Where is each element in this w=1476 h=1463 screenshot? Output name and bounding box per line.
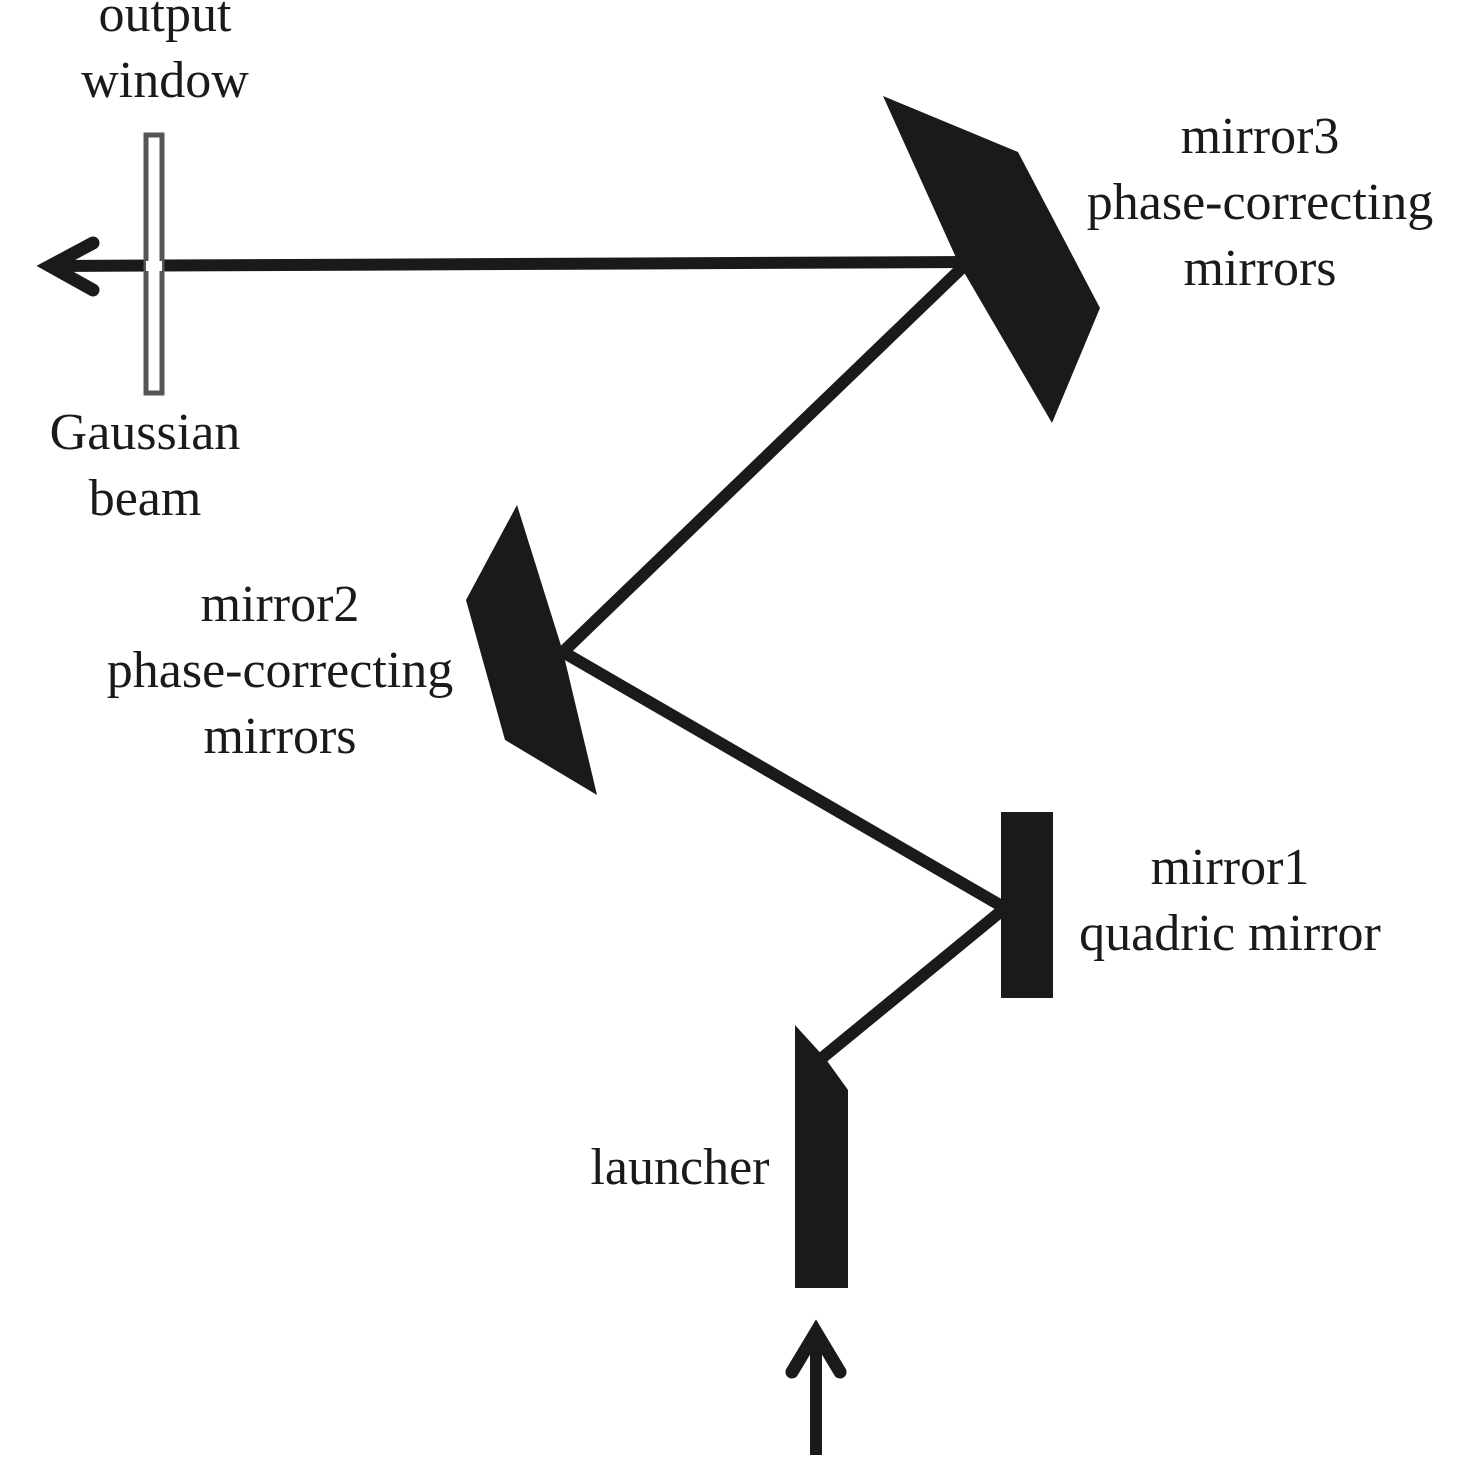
beam-segment-mirror3-to-output: [54, 256, 969, 272]
launcher-shape: [795, 1025, 848, 1288]
mirror2-shape: [466, 505, 597, 795]
beam-segment-mirror1-to-mirror2: [559, 646, 1009, 914]
label-line: phase-correcting: [1086, 174, 1434, 231]
output-window-label: output window: [40, 0, 290, 114]
mirror2-label: mirror2 phase-correcting mirrors: [80, 572, 480, 770]
mirror3-label: mirror3 phase-correcting mirrors: [1060, 104, 1460, 302]
label-line: phase-correcting: [106, 642, 454, 699]
mirror3-shape: [883, 96, 1100, 423]
mirror1-label: mirror1 quadric mirror: [1050, 835, 1410, 967]
label-line: mirrors: [1183, 240, 1337, 297]
beam-segment-mirror2-to-mirror3: [558, 257, 973, 657]
label-line: output: [98, 0, 232, 43]
label-line: mirror3: [1180, 108, 1340, 165]
label-line: beam: [88, 470, 202, 527]
label-line: quadric mirror: [1079, 905, 1381, 962]
label-line: window: [81, 52, 249, 109]
gaussian-beam-label: Gaussian beam: [20, 400, 270, 532]
arrow-left-icon: [36, 236, 100, 297]
beam-segment-launcher-to-mirror1: [818, 903, 1009, 1063]
mirror1-shape: [1001, 812, 1053, 998]
arrow-up-icon: [785, 1319, 847, 1379]
label-line: mirror1: [1150, 839, 1310, 896]
label-line: mirror2: [200, 576, 360, 633]
launcher-label: launcher: [560, 1135, 800, 1201]
label-line: launcher: [590, 1139, 770, 1196]
label-line: Gaussian: [49, 404, 241, 461]
beam-path: [54, 256, 1009, 1455]
label-line: mirrors: [203, 708, 357, 765]
